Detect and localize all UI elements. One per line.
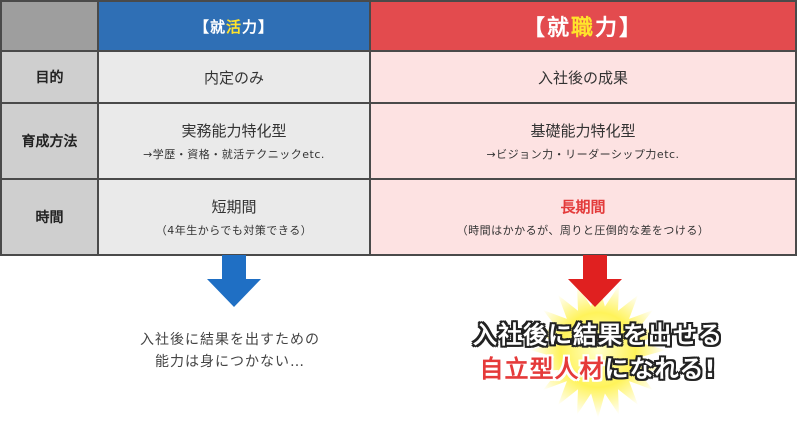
conclusion-shukatsu: 入社後に結果を出すための 能力は身につかない…	[90, 329, 370, 373]
down-arrow-icon	[207, 255, 261, 307]
highlight-jiritsu: 自立型人材	[479, 355, 605, 383]
bracket-close: 】	[619, 16, 644, 41]
comparison-table: 【就活力】 【就職力】 目的 内定のみ 入社後の成果 育成方法 実務能力特化型 …	[0, 0, 797, 256]
header-left-highlight: 活	[225, 17, 242, 36]
header-right-part1: 就	[546, 16, 571, 41]
conclusion-left-line1: 入社後に結果を出すための	[140, 332, 320, 348]
corner-cell	[0, 0, 99, 52]
header-shukatsu: 【就活力】	[97, 0, 371, 52]
cell-method-left: 実務能力特化型 →学歴・資格・就活テクニックetc.	[97, 102, 371, 180]
row-label-purpose: 目的	[0, 50, 99, 104]
conclusion-right-line2: 自立型人材になれる!	[408, 352, 788, 386]
cell-sub-text: （4年生からでも対策できる）	[155, 224, 313, 237]
cell-main-text: 長期間	[560, 198, 606, 216]
cell-main-text: 入社後の成果	[537, 68, 628, 87]
row-label-time: 時間	[0, 178, 99, 256]
bracket-close: 】	[258, 17, 275, 36]
cell-main-text: 短期間	[211, 198, 257, 216]
header-right-highlight: 職	[570, 16, 595, 41]
header-shushoku: 【就職力】	[369, 0, 797, 52]
bracket-open: 【	[193, 17, 210, 36]
conclusion-shushoku: 入社後に結果を出せる 自立型人材になれる!	[408, 318, 788, 386]
cell-main-text: 実務能力特化型	[181, 122, 287, 140]
starburst-icon	[530, 282, 666, 418]
row-label-method: 育成方法	[0, 102, 99, 180]
header-left-part2: 力	[242, 17, 259, 36]
conclusion-left-line2: 能力は身につかない…	[155, 354, 305, 370]
bracket-open: 【	[522, 16, 547, 41]
cell-sub-text: →学歴・資格・就活テクニックetc.	[143, 148, 325, 161]
cell-main-text: 内定のみ	[203, 68, 264, 87]
cell-purpose-left: 内定のみ	[97, 50, 371, 104]
conclusion-right-rest: になれる!	[604, 355, 717, 383]
row-time: 時間 短期間 （4年生からでも対策できる） 長期間 （時間はかかるが、周りと圧倒…	[0, 178, 797, 256]
cell-purpose-right: 入社後の成果	[369, 50, 797, 104]
row-method: 育成方法 実務能力特化型 →学歴・資格・就活テクニックetc. 基礎能力特化型 …	[0, 102, 797, 180]
conclusion-right-line1: 入社後に結果を出せる	[473, 321, 723, 349]
cell-time-left: 短期間 （4年生からでも対策できる）	[97, 178, 371, 256]
row-purpose: 目的 内定のみ 入社後の成果	[0, 50, 797, 104]
cell-time-right: 長期間 （時間はかかるが、周りと圧倒的な差をつける）	[369, 178, 797, 256]
down-arrow-icon	[568, 255, 622, 307]
header-row: 【就活力】 【就職力】	[0, 0, 797, 52]
header-left-part1: 就	[209, 17, 226, 36]
cell-sub-text: →ビジョン力・リーダーシップ力etc.	[486, 148, 680, 161]
header-right-part2: 力	[595, 16, 620, 41]
cell-method-right: 基礎能力特化型 →ビジョン力・リーダーシップ力etc.	[369, 102, 797, 180]
cell-sub-text: （時間はかかるが、周りと圧倒的な差をつける）	[456, 224, 710, 237]
cell-main-text: 基礎能力特化型	[530, 122, 636, 140]
